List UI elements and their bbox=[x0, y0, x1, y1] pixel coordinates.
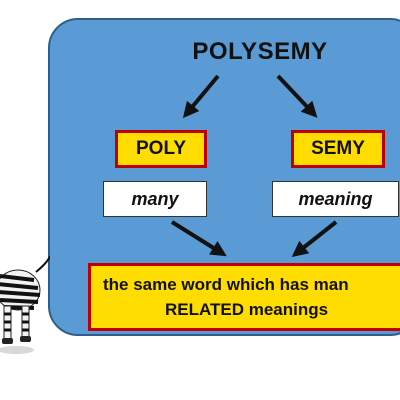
term-label-semy: SEMY bbox=[311, 138, 365, 159]
definition-line-2: RELATED meanings bbox=[165, 300, 329, 319]
arrow-title-to-poly bbox=[182, 74, 220, 119]
zebra-illustration bbox=[0, 255, 50, 354]
arrow-meaning-to-definition bbox=[291, 220, 338, 257]
meaning-label-meaning: meaning bbox=[298, 189, 373, 209]
meaning-box-many: many bbox=[103, 181, 207, 217]
definition-box: the same word which has man RELATED mean… bbox=[88, 263, 400, 331]
arrow-title-to-semy bbox=[276, 74, 318, 118]
term-label-poly: POLY bbox=[136, 138, 186, 159]
meaning-label-many: many bbox=[131, 189, 179, 209]
term-box-semy: SEMY bbox=[291, 130, 385, 168]
definition-line-1: the same word which has man bbox=[103, 275, 349, 294]
meaning-box-meaning: meaning bbox=[272, 181, 399, 217]
arrow-many-to-definition bbox=[170, 220, 227, 257]
term-box-poly: POLY bbox=[115, 130, 207, 168]
diagram-title: POLYSEMY bbox=[192, 38, 328, 65]
